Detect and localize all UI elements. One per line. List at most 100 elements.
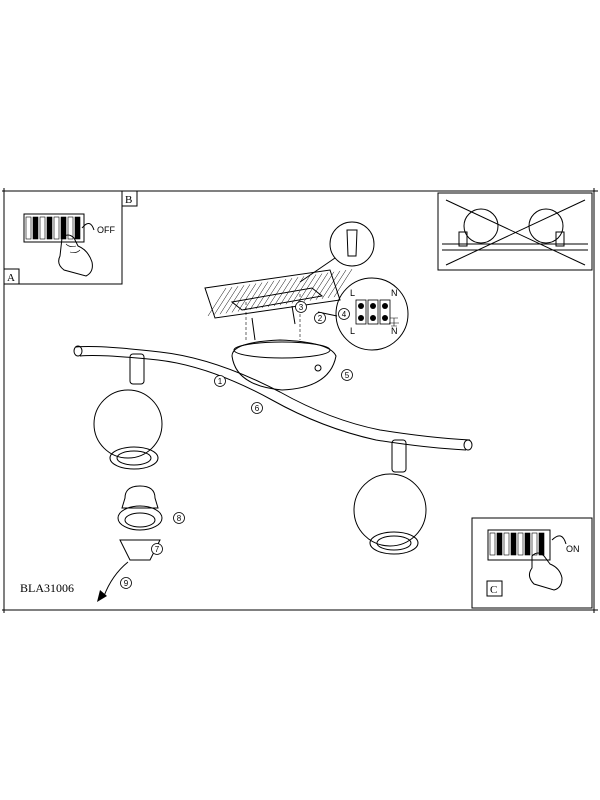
hatch-line bbox=[327, 269, 347, 299]
wall-plug-icon bbox=[346, 229, 358, 257]
panel-c-label: C bbox=[490, 584, 497, 596]
terminal-top-label-n: N bbox=[391, 288, 398, 298]
terminal-bottom-label-l: L bbox=[350, 326, 355, 336]
panel-power-on: C ON bbox=[471, 517, 593, 609]
spotlight-right bbox=[353, 439, 427, 555]
bulb-icon bbox=[121, 485, 159, 509]
terminal-screw-head bbox=[358, 303, 364, 309]
step-number: 7 bbox=[155, 545, 160, 554]
step-number: 6 bbox=[255, 404, 260, 413]
rotate-arrow-icon bbox=[551, 535, 567, 545]
step-number: 5 bbox=[345, 371, 350, 380]
cross-out-icon bbox=[445, 199, 586, 266]
panel-warning bbox=[437, 192, 593, 271]
hatch-line bbox=[213, 286, 233, 316]
step-number: 1 bbox=[218, 377, 223, 386]
fuse-switch bbox=[67, 216, 74, 240]
fuse-box-icon bbox=[23, 213, 85, 243]
earth-icon bbox=[389, 317, 399, 327]
fuse-switch bbox=[32, 216, 39, 240]
step-number: 8 bbox=[177, 514, 182, 523]
hatch-line bbox=[231, 284, 251, 313]
hatch-line bbox=[219, 286, 239, 315]
terminal-screw-head bbox=[370, 303, 376, 309]
terminal-screw-head bbox=[382, 303, 388, 309]
step-callout: 3 bbox=[295, 301, 307, 313]
switch-on-label: ON bbox=[566, 544, 580, 554]
hatch-line bbox=[237, 283, 257, 312]
hatch-line bbox=[333, 268, 353, 298]
fuse-switch bbox=[39, 216, 46, 240]
retaining-ring-icon bbox=[119, 539, 161, 561]
fuse-switch bbox=[538, 532, 545, 556]
panel-a-label: A bbox=[7, 272, 15, 284]
spotlight-icon bbox=[528, 208, 564, 244]
hatch-line bbox=[303, 273, 323, 302]
step-callout: 7 bbox=[151, 543, 163, 555]
hatch-line bbox=[279, 277, 299, 306]
fuse-switch bbox=[60, 216, 67, 240]
hatch-line bbox=[243, 282, 263, 311]
hand-icon bbox=[58, 234, 93, 277]
fuse-switch bbox=[531, 532, 538, 556]
step-callout: 8 bbox=[173, 512, 185, 524]
panel-power-off: B A OFF bbox=[3, 190, 138, 285]
fuse-switch bbox=[46, 216, 53, 240]
hatch-line bbox=[309, 272, 329, 301]
screw-icon bbox=[251, 305, 296, 341]
panel-b-label: B bbox=[125, 194, 132, 206]
switch-off-label: OFF bbox=[97, 225, 115, 235]
terminal-screw bbox=[379, 299, 391, 325]
spotlight-icon bbox=[463, 208, 499, 244]
rotate-arrow-icon bbox=[81, 223, 95, 231]
step-callout: 4 bbox=[338, 308, 350, 320]
arrow-head-icon bbox=[97, 590, 107, 602]
hatch-line bbox=[261, 279, 281, 309]
model-code: BLA31006 bbox=[20, 581, 74, 595]
step-number: 4 bbox=[342, 310, 347, 319]
fuse-switch bbox=[503, 532, 510, 556]
fuse-switch bbox=[517, 532, 524, 556]
step-callout: 9 bbox=[120, 577, 132, 589]
canopy bbox=[231, 339, 337, 391]
hatch-line bbox=[273, 277, 293, 307]
step-number: 3 bbox=[299, 303, 304, 312]
step-number: 2 bbox=[318, 314, 323, 323]
step-callout: 2 bbox=[314, 312, 326, 324]
fuse-switch bbox=[74, 216, 81, 240]
hatch-line bbox=[267, 278, 287, 308]
hatch-line bbox=[255, 280, 275, 309]
hatch-line bbox=[207, 287, 227, 317]
step-callout: 5 bbox=[341, 369, 353, 381]
step-callout: 6 bbox=[251, 402, 263, 414]
terminal-top-label-l: L bbox=[350, 288, 355, 298]
step-callouts: 1 2 3 4 5 6 7 8 9 bbox=[120, 301, 353, 589]
step-number: 9 bbox=[124, 579, 129, 588]
fixture-bar bbox=[73, 345, 473, 451]
fuse-switch bbox=[510, 532, 517, 556]
hatch-line bbox=[321, 270, 341, 300]
terminal-screw bbox=[367, 299, 379, 325]
fuse-switch bbox=[53, 216, 60, 240]
hand-icon bbox=[528, 552, 563, 591]
fuse-switch bbox=[496, 532, 503, 556]
ceiling-hatch bbox=[204, 268, 353, 319]
bulb-exploded bbox=[97, 485, 163, 602]
terminal-block-callout: L N L N 4 bbox=[317, 277, 409, 351]
terminal-screw-head bbox=[358, 315, 364, 321]
fuse-switch bbox=[524, 532, 531, 556]
spotlight-left bbox=[93, 353, 163, 470]
terminal-bottom-label-n: N bbox=[391, 326, 398, 336]
fuse-switch bbox=[489, 532, 496, 556]
hatch-line bbox=[249, 281, 269, 310]
hatch-line bbox=[291, 275, 311, 304]
hatch-line bbox=[315, 271, 335, 300]
terminal-screw bbox=[355, 299, 367, 325]
terminal-screw-head bbox=[370, 315, 376, 321]
step-callout: 1 bbox=[214, 375, 226, 387]
wall-plug-callout bbox=[299, 221, 375, 283]
fuse-box-icon bbox=[487, 529, 551, 561]
terminal-screw-head bbox=[382, 315, 388, 321]
fuse-switch bbox=[25, 216, 32, 240]
